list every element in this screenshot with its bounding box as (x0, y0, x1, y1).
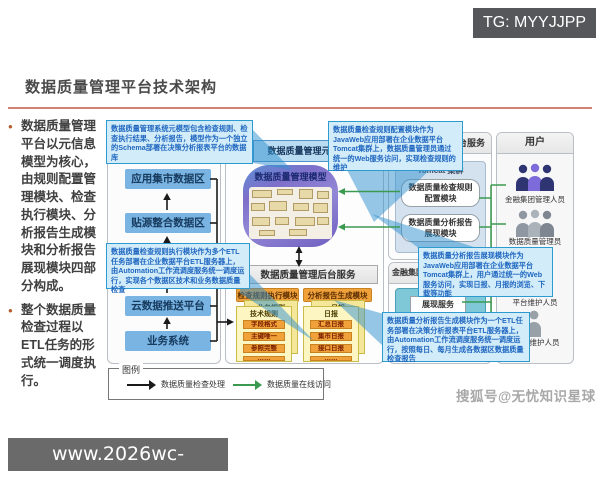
callout-meta-model: 数据质量管理系统元模型包含检查规则、检查执行结果、分析报告，模型作为一个独立的S… (106, 120, 253, 164)
bullet-list: 数据质量管理平台以元信息模型为核心，由规则配置管理模块、检查执行模块、分析报告生… (8, 118, 102, 396)
group-managers-icon (516, 163, 554, 191)
zone-source-layer: 贴源整合数据区 (125, 213, 211, 233)
zone-app-mart: 应用集市数据区 (125, 169, 211, 189)
title-underline (8, 107, 592, 109)
report-display-module: 数据质量分析报告展现模块 (401, 214, 480, 242)
legend-green-line (233, 384, 255, 386)
rule-config-module: 数据质量检查规则配置模块 (401, 179, 480, 207)
callout-rule-exec: 数据质量检查规则执行模块作为多个ETL任务部署在企业数据平台ETL服务器上，由A… (106, 243, 250, 294)
callout-report-gen: 数据质量分析报告生成模块作为一个ETL任务部署在决策分析报表平台ETL服务器上，… (382, 312, 530, 363)
backend-services-header: 数据质量管理后台服务 (238, 265, 378, 284)
quality-model-blob: 数据质量管理模型 (243, 165, 338, 247)
callout-report-display: 数据质量分析报告展现模块作为JavaWeb应用部署在企业数据平台Tomcat集群… (418, 247, 553, 298)
rule-chip: 参照完整 (243, 344, 285, 353)
legend-black-arrow-icon (149, 380, 156, 390)
rule-chip: 字段格式 (243, 320, 285, 329)
quality-admin-icon (516, 209, 554, 237)
platform-maintainer-label: 平台维护人员 (512, 298, 558, 307)
group-managers-label: 金融集团管理人员 (505, 195, 565, 204)
users-header: 用户 (497, 133, 573, 154)
report-chip: 汇总日报 (310, 320, 352, 329)
quality-model-title: 数据质量管理模型 (254, 172, 327, 182)
legend-black-line (127, 384, 149, 386)
zone-biz-system: 业务系统 (125, 331, 211, 351)
legend-label-online: 数据质量在线访问 (267, 380, 331, 389)
system-maintainer-icon (527, 310, 541, 337)
callout-rule-config: 数据质量检查规则配置模块作为JavaWeb应用部署在企业数据平台Tomcat集群… (328, 121, 463, 172)
souhu-watermark: 搜狐号@无忧知识星球 (456, 389, 596, 404)
daily-report-title: 日报 (324, 311, 338, 318)
system-maintainer-label: 系统维护人员 (514, 338, 560, 347)
tg-watermark-badge: TG: MYYJJPP (473, 8, 596, 38)
display-service-box: 展现服务 (410, 296, 466, 313)
daily-report-box: 日报 汇总日报 集市日报 接口日报 …… (303, 306, 359, 362)
bullet-item: 整个数据质量检查过程以ETL任务的形式统一调度执行。 (8, 302, 102, 391)
legend: 图例 数据质量检查处理 数据质量在线访问 (108, 363, 331, 400)
site-watermark-bar: www.2026wc-kaiyun.com (8, 438, 228, 480)
report-chip: 接口日报 (310, 344, 352, 353)
legend-title: 图例 (119, 363, 144, 376)
report-chip: 集市日报 (310, 332, 352, 341)
quality-admin-label: 数据质量管理员 (508, 237, 562, 246)
page-title: 数据质量管理平台技术架构 (25, 79, 218, 96)
zone-cloud-push: 云数据推送平台 (125, 296, 211, 316)
legend-green-arrow-icon (255, 380, 262, 390)
tomcat-cluster-box: Tomcat 集群 数据质量检查规则配置模块 数据质量分析报告展现模块 (395, 161, 486, 253)
report-chip-more: …… (310, 356, 352, 361)
rule-chip: 主键唯一 (243, 332, 285, 341)
technical-rules-box: 技术规则 字段格式 主键唯一 参照完整 …… (236, 306, 292, 362)
er-model-thumbnail (249, 187, 332, 239)
legend-label-check: 数据质量检查处理 (161, 380, 225, 389)
bullet-item: 数据质量管理平台以元信息模型为核心，由规则配置管理模块、检查执行模块、分析报告生… (8, 118, 102, 296)
rule-chip-more: …… (243, 356, 285, 361)
technical-rules-title: 技术规则 (250, 311, 278, 318)
